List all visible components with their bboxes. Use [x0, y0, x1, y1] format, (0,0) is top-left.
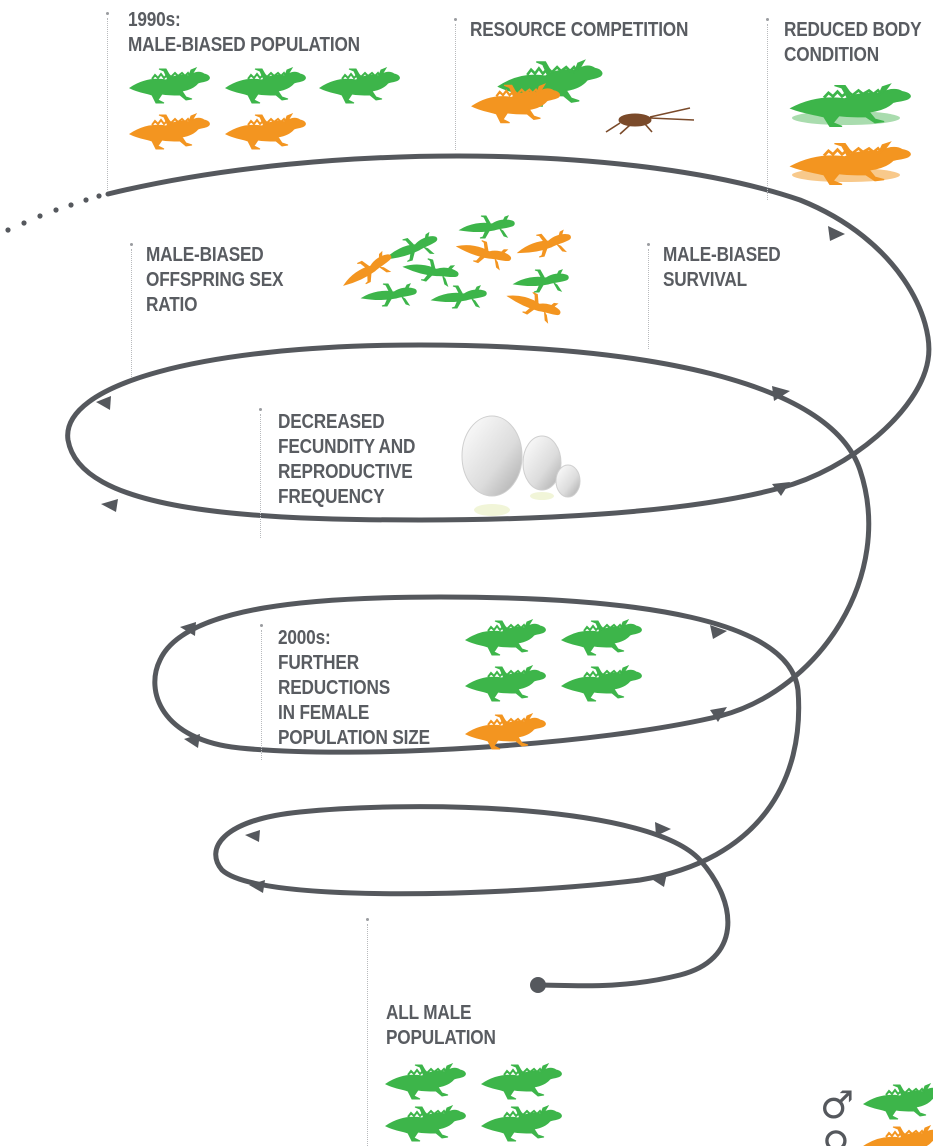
- label-reduced-body-condition: REDUCED BODY CONDITION: [784, 18, 922, 68]
- hatchling-icon: [459, 215, 515, 239]
- male-tuatara-icon: [385, 1063, 467, 1100]
- egg-icon: [522, 435, 562, 500]
- female-tuatara-icon: [225, 113, 307, 150]
- label-decreased-fecundity: DECREASED FECUNDITY AND REPRODUCTIVE FRE…: [278, 410, 415, 510]
- label-male-biased-survival: MALE-BIASED SURVIVAL: [663, 243, 781, 293]
- hatchling-icon: [503, 283, 564, 327]
- female-tuatara-icon: [863, 1125, 933, 1146]
- male-tuatara-icon: [789, 82, 912, 128]
- leader-line: [260, 414, 261, 538]
- label-line: CONDITION: [784, 44, 879, 66]
- label-line: MALE-BIASED POPULATION: [128, 34, 360, 56]
- label-line: DECREASED: [278, 411, 385, 433]
- egg-icon: [555, 464, 581, 498]
- hatchling-icon: [515, 228, 574, 262]
- hatchling-icon: [513, 269, 569, 293]
- label-2000s: 2000s: FURTHER REDUCTIONS IN FEMALE POPU…: [278, 626, 430, 751]
- female-tuatara-icon: [129, 113, 211, 150]
- spiral-arrows: [96, 226, 845, 893]
- male-tuatara-icon: [561, 619, 643, 656]
- leader-dot: [766, 18, 769, 21]
- label-line: IN FEMALE: [278, 702, 370, 724]
- spiral-end-dot: [530, 977, 546, 993]
- label-line: SURVIVAL: [663, 269, 748, 291]
- male-tuatara-icon: [385, 1105, 467, 1142]
- label-line: REDUCED BODY: [784, 19, 922, 41]
- label-resource-competition: RESOURCE COMPETITION: [470, 18, 688, 43]
- leader-dot: [260, 624, 263, 627]
- male-tuatara-icon: [225, 67, 307, 104]
- male-tuatara-icon: [863, 1083, 933, 1120]
- male-tuatara-icon: [465, 619, 547, 656]
- leader-line: [648, 249, 649, 349]
- leading-dots: [5, 193, 102, 233]
- leader-dot: [130, 243, 133, 246]
- label-line: 2000s:: [278, 627, 331, 649]
- label-line: FREQUENCY: [278, 486, 385, 508]
- label-offspring-sex-ratio: MALE-BIASED OFFSPRING SEX RATIO: [146, 243, 283, 318]
- male-tuatara-icon: [481, 1063, 563, 1100]
- male-tuatara-icon: [481, 1105, 563, 1142]
- leader-dot: [366, 918, 369, 921]
- label-line: 1990s:: [128, 9, 181, 31]
- male-tuatara-icon: [465, 665, 547, 702]
- male-symbol-icon: ♂: [820, 1083, 854, 1127]
- label-line: FURTHER: [278, 652, 359, 674]
- label-line: RATIO: [146, 294, 198, 316]
- label-line: POPULATION: [386, 1027, 496, 1049]
- hatchling-icon: [431, 285, 487, 309]
- label-line: OFFSPRING SEX: [146, 269, 284, 291]
- label-line: REPRODUCTIVE: [278, 461, 413, 483]
- male-tuatara-icon: [319, 67, 401, 104]
- label-line: RESOURCE COMPETITION: [470, 19, 689, 41]
- male-tuatara-icon: [561, 665, 643, 702]
- label-all-male: ALL MALE POPULATION: [386, 1001, 496, 1051]
- leader-dot: [259, 408, 262, 411]
- female-tuatara-icon: [465, 713, 547, 750]
- leader-line: [261, 630, 262, 760]
- egg-icon: [461, 415, 523, 516]
- label-line: ALL MALE: [386, 1002, 472, 1024]
- hatchling-icon: [361, 283, 417, 307]
- leader-line: [367, 924, 368, 1146]
- label-1990s: 1990s: MALE-BIASED POPULATION: [128, 8, 360, 58]
- leader-line: [455, 24, 456, 150]
- label-line: POPULATION SIZE: [278, 727, 430, 749]
- label-line: REDUCTIONS: [278, 677, 391, 699]
- leader-dot: [106, 12, 109, 15]
- label-line: MALE-BIASED: [146, 244, 264, 266]
- legend: ♂ ♀: [820, 1083, 933, 1146]
- label-line: FECUNDITY AND: [278, 436, 416, 458]
- leader-line: [107, 18, 108, 190]
- male-tuatara-icon: [129, 67, 211, 104]
- label-line: MALE-BIASED: [663, 244, 781, 266]
- hatchling-icon: [454, 232, 514, 274]
- female-symbol-icon: ♀: [822, 1123, 850, 1146]
- leader-dot: [647, 243, 650, 246]
- female-tuatara-icon: [789, 140, 912, 186]
- leader-line: [767, 24, 768, 200]
- leader-dot: [454, 18, 457, 21]
- cricket-icon: [605, 107, 695, 135]
- spiral-path: [65, 153, 932, 989]
- leader-line: [131, 249, 132, 377]
